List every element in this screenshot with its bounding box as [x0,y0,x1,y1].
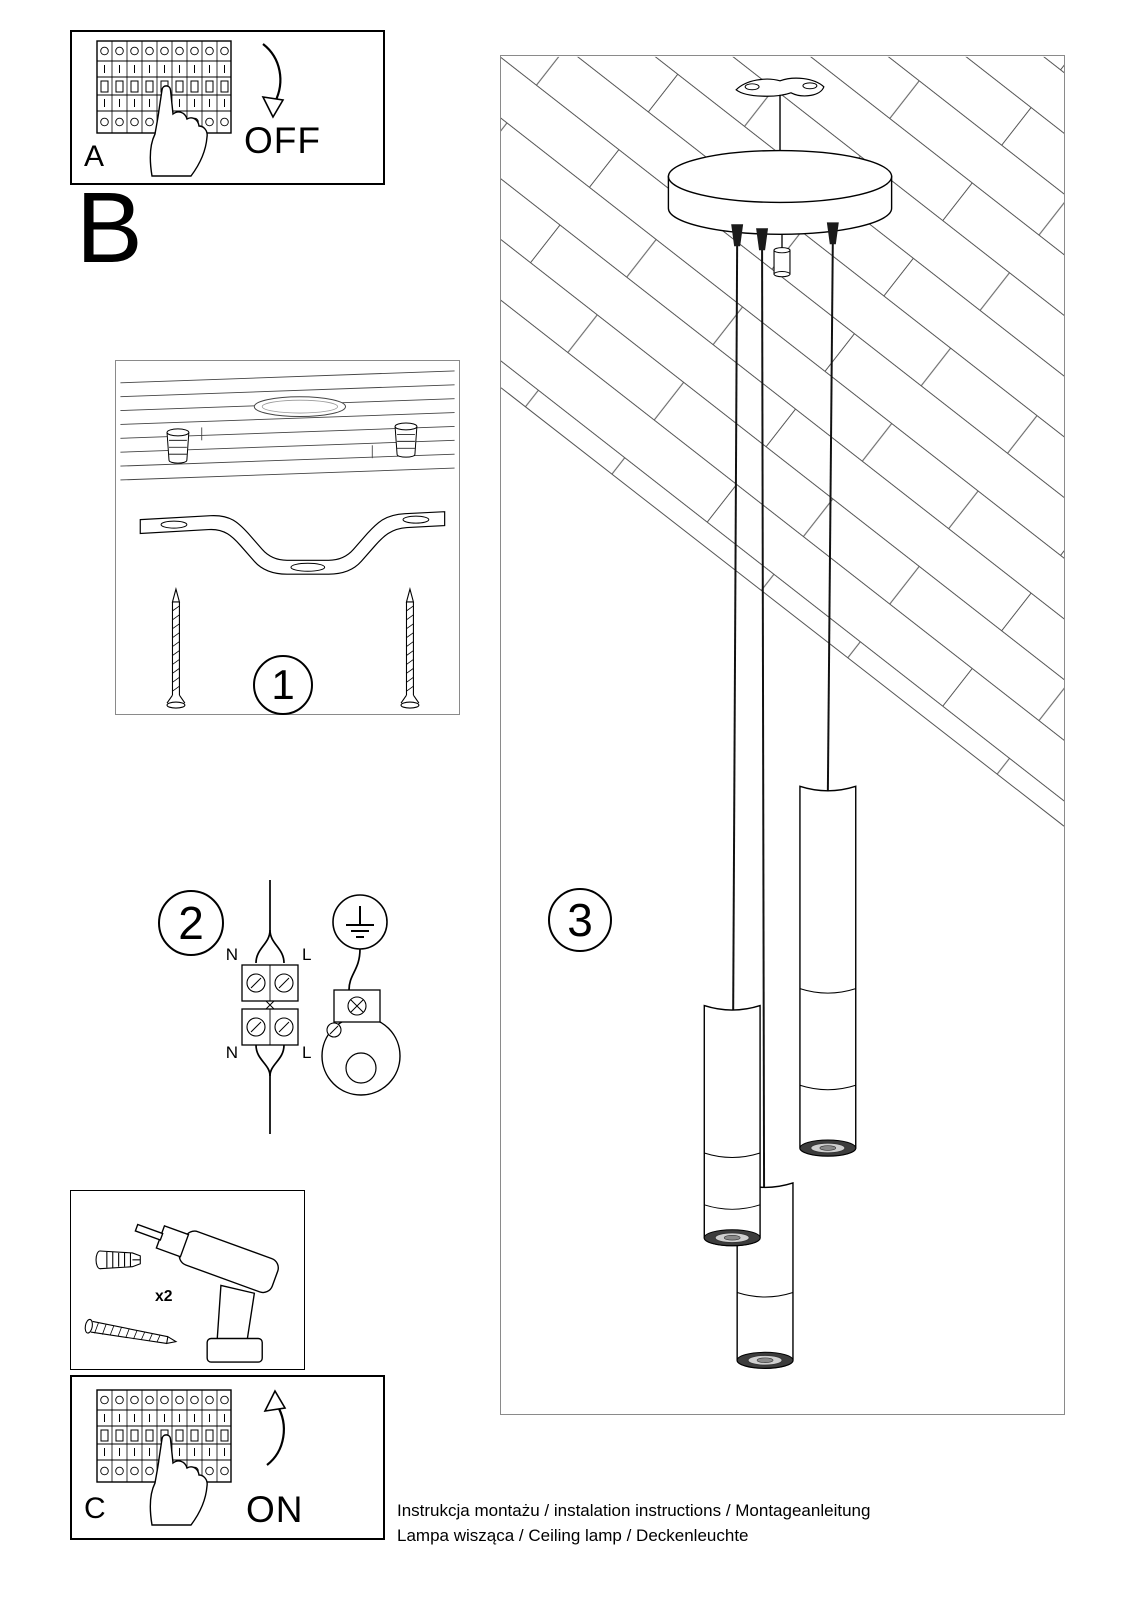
screw-icon [84,1318,178,1345]
panel-a-label: A [84,140,105,173]
on-label: ON [246,1489,304,1530]
breaker-panel-illustration [96,40,232,177]
step1-drawing [120,370,455,709]
pendant-tube-right [799,785,857,1157]
screw-right [400,586,420,709]
tools-drawing: x2 [84,1223,279,1363]
terminal-block [241,964,299,1046]
panel-c: ON C [70,1375,385,1540]
suspension-cables [732,240,834,1189]
panel-a: OFF A [70,30,385,185]
anchor-plug-right [394,422,418,458]
junction-hole [253,396,347,418]
canopy [667,149,893,235]
screw-left [166,586,186,709]
live-label-bottom: L [302,1043,311,1062]
earth-connector [321,989,401,1096]
section-b-label: B [76,172,143,284]
step2-number-badge: 2 [158,890,224,956]
step3-number-badge: 3 [548,888,612,952]
breaker-panel-with-hand-icon [96,1389,232,1526]
mains-wire [255,880,285,1134]
wall-plug-icon [95,1250,141,1270]
live-label-top: L [302,945,311,964]
neutral-label-bottom: N [226,1043,238,1062]
anchor-plug-left [166,428,190,464]
pendant-tube-left [703,1004,761,1247]
ceiling-hook [735,77,825,97]
panel-c-label: C [84,1492,106,1525]
step3-figure [500,55,1065,1415]
curved-arrow-down-icon [261,43,285,119]
plug-count-label: x2 [155,1288,173,1305]
off-label: OFF [244,120,321,161]
step2-wiring-drawing: N L N L [226,880,401,1134]
wood-ceiling [501,56,1064,827]
footer-line-1: Instrukcja montażu / instalation instruc… [397,1501,871,1520]
wire-labels: N L N L [226,945,312,1062]
strain-relief [773,234,791,278]
breaker-panel-with-hand-icon [96,40,232,177]
cable-grips [731,222,839,251]
drill-icon [134,1223,279,1363]
earth-ground-icon [332,894,388,950]
curved-arrow-up-icon [263,1389,287,1466]
step1-number-badge: 1 [253,655,313,715]
mounting-bracket [139,511,446,575]
footer-captions: Instrukcja montażu / instalation instruc… [397,1498,1057,1548]
footer-line-2: Lampa wisząca / Ceiling lamp / Deckenleu… [397,1526,749,1545]
step3-scene-drawing [501,56,1064,1369]
neutral-label-top: N [226,945,238,964]
tools-box: x2 [70,1190,305,1370]
earth-wire [348,948,361,991]
breaker-panel-illustration [96,1389,232,1526]
